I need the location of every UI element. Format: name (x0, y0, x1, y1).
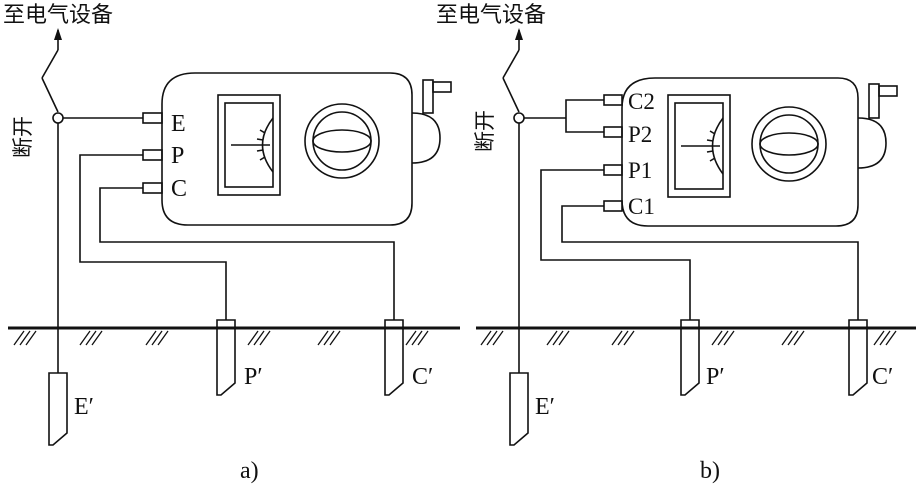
panel-a-switch: 断开 (11, 28, 64, 158)
panel-b-hand-crank (857, 83, 898, 169)
panel-a-electrode-label-e: E′ (74, 394, 94, 420)
panel-a-terminal-p (142, 149, 163, 161)
panel-b-range-knob (751, 106, 827, 182)
panel-a-ground (8, 326, 460, 346)
panel-b: 至电气设备 断开 C2 P2 P1 C1 (436, 3, 916, 484)
panel-b-wire-c1 (561, 205, 859, 320)
panel-a-meter-dial (217, 94, 281, 196)
panel-b-electrode-label-c: C′ (872, 364, 893, 390)
panel-a-electrode-c (384, 319, 404, 396)
panel-b-ground (476, 326, 916, 346)
panel-b-electrode-p (680, 319, 700, 396)
panel-a-switch-label: 断开 (11, 116, 35, 158)
panel-b-terminal-label-c2: C2 (628, 89, 655, 114)
panel-b-terminal-c1 (603, 200, 623, 212)
panel-a-hand-crank (411, 79, 452, 164)
panel-a-terminal-label-p: P (171, 143, 184, 169)
panel-b-bridge-c2-p2 (565, 99, 604, 133)
panel-a-electrode-p (216, 319, 236, 396)
panel-b-terminal-c2 (603, 94, 623, 106)
panel-a-switch-contact (52, 112, 64, 124)
panel-b-earth-tester: C2 P2 P1 C1 (603, 77, 898, 227)
panel-b-switch-label: 断开 (473, 110, 497, 152)
panel-b-switch-contact (513, 112, 525, 124)
panel-a-electrode-e (48, 372, 68, 446)
panel-b-caption: b) (700, 458, 720, 484)
panel-a-electrode-label-p: P′ (244, 364, 263, 390)
panel-b-electrode-c (848, 319, 868, 396)
panel-b-terminal-label-c1: C1 (628, 194, 655, 219)
panel-a-supply-label: 至电气设备 (3, 3, 113, 28)
panel-b-electrode-label-e: E′ (535, 394, 555, 420)
panel-a-range-knob (304, 103, 380, 179)
panel-a-caption: a) (240, 458, 259, 484)
panel-a-terminal-label-c: C (171, 176, 187, 202)
panel-a-terminal-c (142, 182, 163, 194)
panel-b-electrode-e (509, 372, 529, 446)
panel-a-terminal-e (142, 112, 163, 124)
panel-b-wire-p1 (540, 169, 691, 320)
panel-a-wire-c (99, 187, 395, 320)
panel-b-terminal-p1 (603, 164, 623, 176)
panel-a-wire-p (79, 154, 227, 320)
panel-b-switch: 断开 (473, 28, 525, 152)
panel-b-electrode-label-p: P′ (706, 364, 725, 390)
panel-a-electrode-label-c: C′ (412, 364, 433, 390)
panel-b-terminal-label-p1: P1 (628, 158, 652, 183)
panel-b-terminal-label-p2: P2 (628, 122, 652, 147)
panel-b-meter-dial (667, 94, 731, 198)
panel-b-supply-label: 至电气设备 (436, 3, 546, 28)
panel-b-terminal-p2 (603, 126, 623, 138)
panel-a-earth-tester: E P C (142, 72, 452, 226)
panel-a: 至电气设备 断开 E P C (3, 3, 460, 484)
panel-a-terminal-label-e: E (171, 111, 186, 137)
